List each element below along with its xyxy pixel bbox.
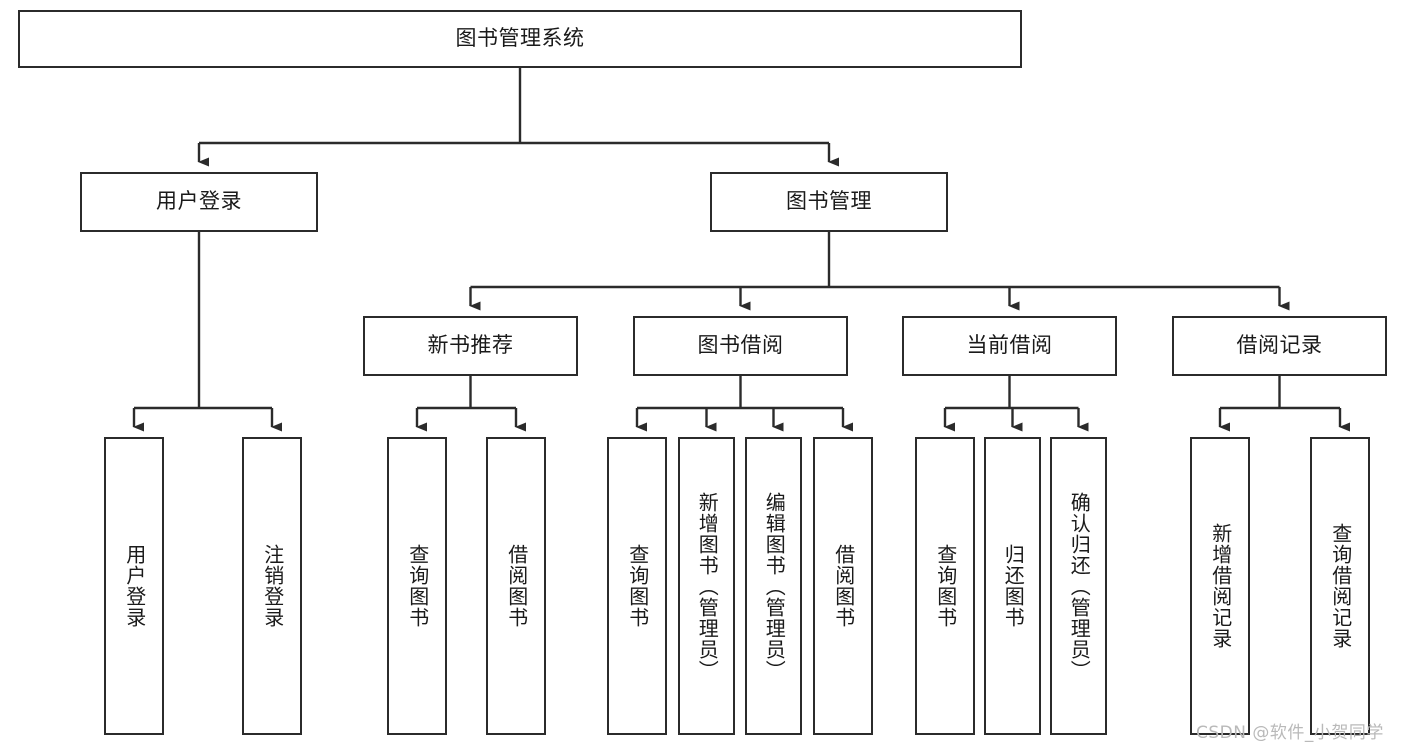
node-leaf-query-book-c[interactable]: 查询图书	[915, 437, 975, 735]
node-new-book-recommend[interactable]: 新书推荐	[363, 316, 578, 376]
node-leaf-confirm-return[interactable]: 确认归还（管理员）	[1050, 437, 1107, 735]
node-label-user-login: 用户登录	[156, 189, 242, 214]
node-label-leaf-edit-book: 编辑图书（管理员）	[762, 491, 787, 681]
csdn-watermark: CSDN @软件_小贺同学	[1196, 723, 1384, 743]
node-leaf-user-logout[interactable]: 注销登录	[242, 437, 302, 735]
node-book-manage[interactable]: 图书管理	[710, 172, 948, 232]
node-label-leaf-borrow-book-b: 借阅图书	[831, 544, 856, 628]
node-leaf-user-login[interactable]: 用户登录	[104, 437, 164, 735]
node-label-current-borrow: 当前借阅	[966, 333, 1053, 358]
node-label-leaf-user-login: 用户登录	[122, 544, 147, 628]
node-leaf-borrow-book-a[interactable]: 借阅图书	[486, 437, 546, 735]
node-label-leaf-query-book-b: 查询图书	[625, 544, 650, 628]
node-current-borrow[interactable]: 当前借阅	[902, 316, 1117, 376]
node-borrow-record[interactable]: 借阅记录	[1172, 316, 1387, 376]
node-label-book-borrow: 图书借阅	[697, 333, 784, 358]
node-label-borrow-record: 借阅记录	[1236, 333, 1323, 358]
node-leaf-return-book[interactable]: 归还图书	[984, 437, 1041, 735]
node-leaf-query-book-a[interactable]: 查询图书	[387, 437, 447, 735]
node-leaf-edit-book[interactable]: 编辑图书（管理员）	[745, 437, 802, 735]
node-label-new-book-recommend: 新书推荐	[427, 333, 514, 358]
node-label-leaf-add-book: 新增图书（管理员）	[695, 491, 720, 681]
node-user-login[interactable]: 用户登录	[80, 172, 318, 232]
node-label-leaf-return-book: 归还图书	[1001, 544, 1026, 628]
node-label-leaf-confirm-return: 确认归还（管理员）	[1067, 491, 1092, 681]
node-leaf-query-record[interactable]: 查询借阅记录	[1310, 437, 1370, 735]
node-book-borrow[interactable]: 图书借阅	[633, 316, 848, 376]
node-label-root: 图书管理系统	[455, 26, 585, 51]
node-root[interactable]: 图书管理系统	[18, 10, 1022, 68]
node-leaf-add-record[interactable]: 新增借阅记录	[1190, 437, 1250, 735]
node-label-book-manage: 图书管理	[786, 189, 872, 214]
node-leaf-query-book-b[interactable]: 查询图书	[607, 437, 667, 735]
node-label-leaf-add-record: 新增借阅记录	[1208, 523, 1233, 649]
node-label-leaf-query-book-c: 查询图书	[933, 544, 958, 628]
node-leaf-add-book[interactable]: 新增图书（管理员）	[678, 437, 735, 735]
node-label-leaf-query-record: 查询借阅记录	[1328, 523, 1353, 649]
node-leaf-borrow-book-b[interactable]: 借阅图书	[813, 437, 873, 735]
node-label-leaf-user-logout: 注销登录	[260, 544, 285, 628]
node-label-leaf-query-book-a: 查询图书	[405, 544, 430, 628]
node-label-leaf-borrow-book-a: 借阅图书	[504, 544, 529, 628]
